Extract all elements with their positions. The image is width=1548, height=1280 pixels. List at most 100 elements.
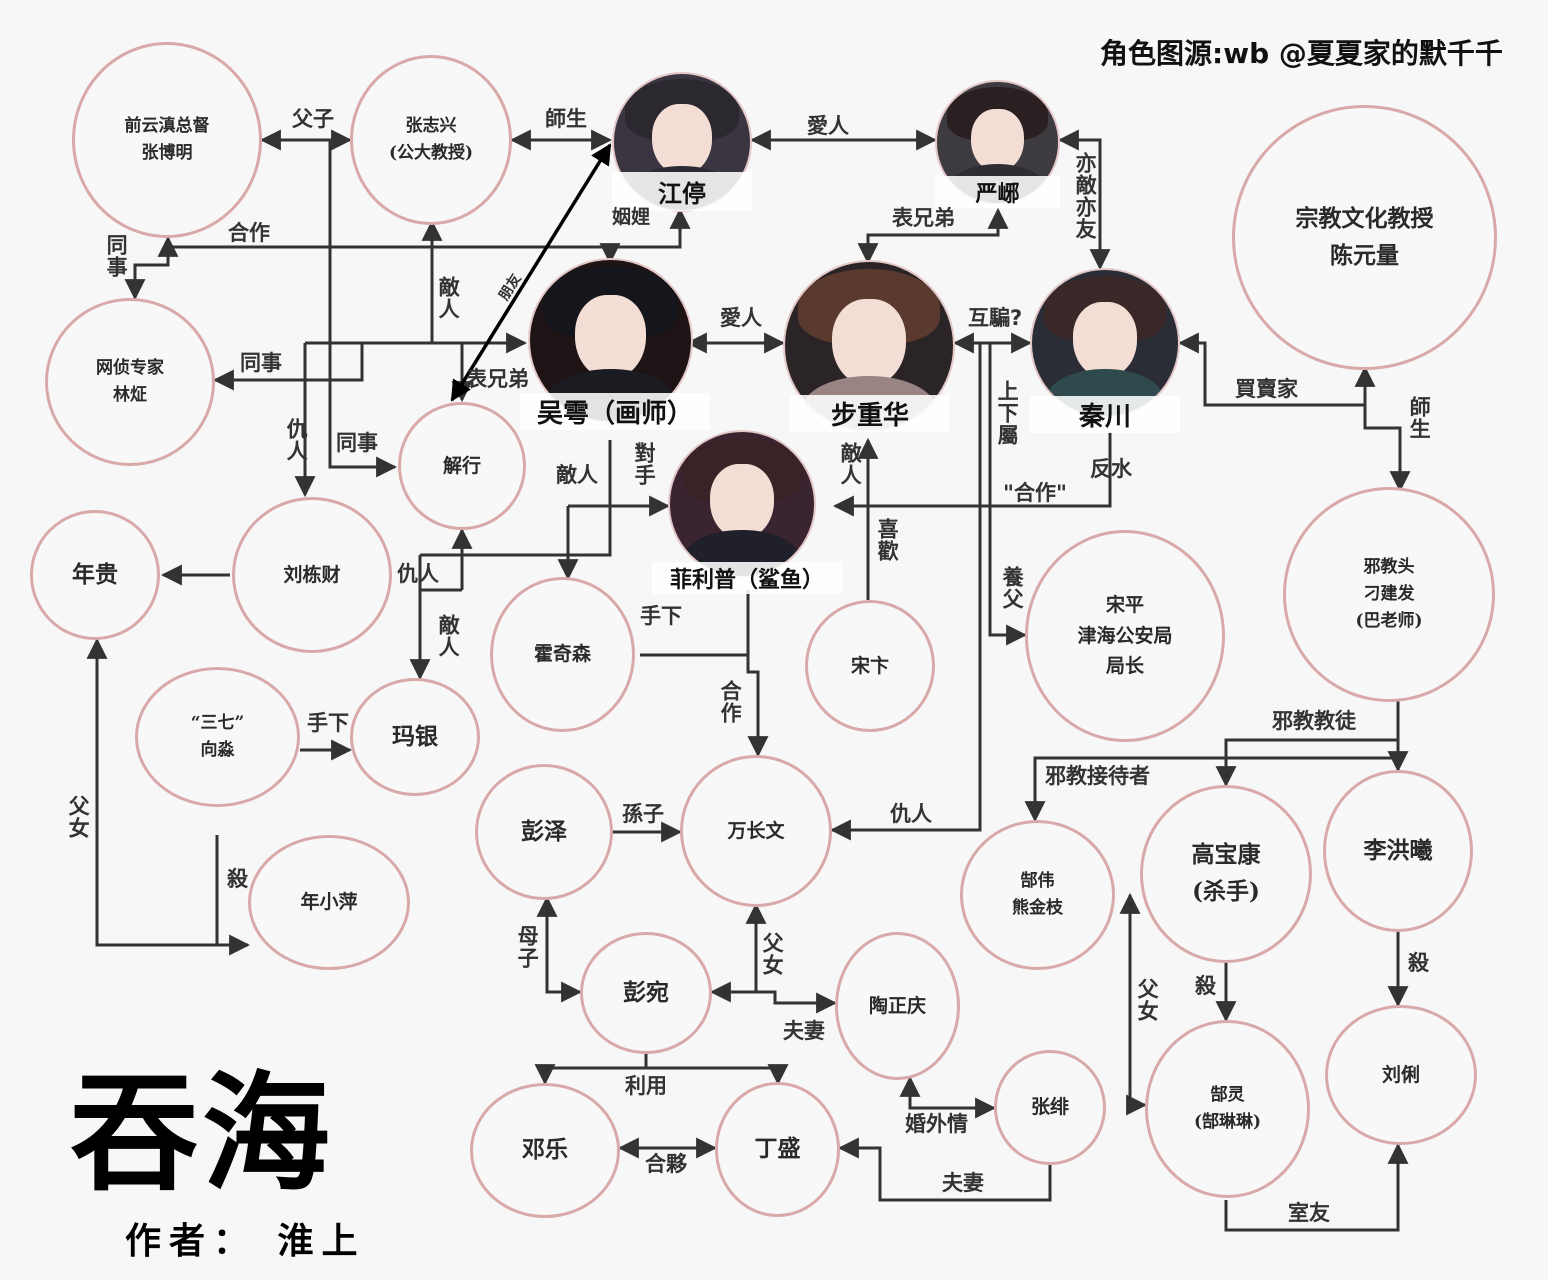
rel-lovers-top: 愛人	[807, 114, 849, 138]
node-huo-qisen: 霍奇森	[490, 577, 635, 732]
node-label: 邪教头 刁建发 (巴老师)	[1355, 556, 1423, 632]
node-label: 邓乐	[522, 1136, 568, 1164]
rel-cousins-xie: 表兄弟	[466, 367, 529, 391]
face-shape	[832, 298, 906, 387]
rel-enemy-philip: 敵人	[556, 463, 598, 487]
face-shape	[1072, 302, 1138, 379]
rel-spouses-tao: 夫妻	[783, 1019, 825, 1043]
name-qin-chuan: 秦川	[1030, 396, 1180, 433]
node-label: 宗教文化教授 陈元量	[1295, 204, 1434, 269]
rel-spouses-ding: 夫妻	[942, 1171, 984, 1195]
rel-lovers-mid: 愛人	[720, 306, 762, 330]
node-chen-yuanliang: 宗教文化教授 陈元量	[1232, 105, 1497, 370]
rel-in-laws: 姻娌	[612, 206, 651, 228]
node-song-ping: 宋平 津海公安局 局长	[1025, 530, 1225, 742]
node-label: 张志兴 (公大教授)	[388, 115, 474, 163]
name-yan-xie: 严峫	[935, 176, 1060, 208]
node-label: 年小萍	[300, 891, 358, 914]
node-nian-gui: 年贵	[30, 510, 160, 640]
rel-colleague-xie: 同事	[336, 431, 378, 455]
book-title: 吞海	[70, 1059, 335, 1209]
node-label: 张绯	[1030, 1096, 1069, 1119]
node-ma-yin: 玛银	[350, 678, 480, 796]
rel-cousins-top: 表兄弟	[892, 206, 955, 230]
node-label: 玛银	[392, 722, 438, 750]
node-label: 李洪曦	[1363, 836, 1433, 864]
node-label: 彭泽	[521, 817, 567, 845]
rel-roommates: 室友	[1288, 1201, 1330, 1225]
author-line: 作者： 淮上	[125, 1220, 366, 1262]
node-gao-baokang: 高宝康 (杀手)	[1140, 785, 1312, 963]
rel-vengeance-xie: 仇人	[397, 562, 439, 586]
node-liu-li: 刘俐	[1325, 1005, 1477, 1145]
rel-father-daughter-gao: 父女	[1135, 978, 1160, 1022]
node-label: 彭宛	[623, 978, 669, 1006]
rel-cooperation-wan: 合作	[718, 680, 743, 724]
name-bu-chonghua: 步重华	[790, 395, 950, 432]
rel-enemy-zhang: 敵人	[436, 276, 461, 320]
node-label: 前云滇总督 张博明	[124, 115, 210, 163]
node-peng-ze: 彭泽	[475, 764, 613, 900]
rel-subordinate-huo: 手下	[640, 604, 682, 628]
rel-use: 利用	[625, 1074, 667, 1098]
rel-vengeance-wan: 仇人	[890, 802, 932, 826]
rel-colleague-lin: 同事	[240, 351, 282, 375]
node-label: 刘俐	[1381, 1063, 1420, 1086]
rel-rival: 對手	[632, 442, 657, 486]
rel-mother-son: 母子	[515, 925, 540, 969]
name-jiang-ting: 江停	[612, 172, 752, 211]
node-tao-zhengqing: 陶正庆	[835, 932, 960, 1080]
node-zhang-zhixing: 张志兴 (公大教授)	[350, 55, 512, 225]
face-shape	[652, 103, 712, 175]
rel-buyer-seller: 買賣家	[1235, 377, 1298, 401]
node-lin-zhi: 网侦专家 林炡	[45, 298, 215, 466]
node-diao-jianfa: 邪教头 刁建发 (巴老师)	[1283, 487, 1495, 702]
rel-colleague-left: 同事	[104, 234, 129, 278]
rel-friend: 朋友	[496, 271, 525, 304]
avatar-qin-chuan	[1030, 268, 1180, 418]
rel-grandson: 孫子	[622, 802, 664, 826]
face-shape	[575, 295, 646, 380]
node-xie-hang: 解行	[398, 402, 526, 530]
rel-cult-receptionist: 邪教接待者	[1045, 764, 1150, 788]
rel-subordinate-ma: 手下	[307, 711, 349, 735]
rel-father-daughter-nian: 父女	[66, 795, 91, 839]
name-wu-yu: 吴雩（画师）	[520, 393, 710, 430]
rel-enemy-bu: 敵人	[838, 442, 863, 486]
node-label: 郜灵 (郜琳琳)	[1193, 1084, 1262, 1132]
rel-affair: 婚外情	[905, 1112, 968, 1136]
rel-kill-liu: 殺	[1408, 951, 1429, 975]
node-label: 宋平 津海公安局 局长	[1077, 594, 1173, 678]
node-song-bian: 宋卞	[805, 600, 935, 732]
node-liu-dongcai: 刘栋财	[232, 497, 392, 653]
node-label: 解行	[442, 454, 481, 477]
rel-cult-followers: 邪教教徒	[1272, 709, 1356, 733]
image-source-credit: 角色图源:wb @夏夏家的默千千	[1100, 37, 1503, 70]
node-zhang-fei: 张绯	[994, 1050, 1106, 1165]
node-gao-ling: 郜灵 (郜琳琳)	[1145, 1020, 1310, 1198]
node-label: 年贵	[72, 560, 118, 588]
rel-frenemy: 亦敵亦友	[1073, 152, 1098, 240]
name-philip: 菲利普（鲨鱼）	[652, 562, 842, 594]
node-label: 霍奇森	[533, 643, 591, 666]
node-xiang-miao: “三七” 向淼	[135, 667, 300, 807]
node-peng-wan: 彭宛	[580, 932, 712, 1054]
rel-teacher-student-2: 師生	[1407, 396, 1432, 440]
rel-vengeance-liu: 仇人	[284, 418, 309, 462]
node-bu-wei: 郜伟 熊金枝	[960, 820, 1115, 970]
rel-fake-cooperation: "合作"	[1003, 481, 1067, 505]
node-label: 郜伟 熊金枝	[1012, 870, 1063, 918]
rel-like: 喜歡	[875, 518, 900, 562]
node-zhang-boming: 前云滇总督 张博明	[72, 42, 262, 238]
rel-father-son: 父子	[292, 107, 334, 131]
rel-foster-father: 養父	[1000, 566, 1025, 610]
node-wan-changwen: 万长文	[680, 755, 832, 907]
rel-kill-nian: 殺	[227, 867, 248, 891]
rel-kill-gao: 殺	[1195, 974, 1216, 998]
node-deng-le: 邓乐	[470, 1083, 620, 1218]
rel-betray: 反水	[1090, 457, 1132, 481]
node-label: “三七” 向淼	[190, 712, 245, 760]
node-li-hongxi: 李洪曦	[1323, 770, 1473, 932]
node-ding-sheng: 丁盛	[715, 1082, 840, 1217]
rel-cooperation: 合作	[228, 221, 270, 245]
